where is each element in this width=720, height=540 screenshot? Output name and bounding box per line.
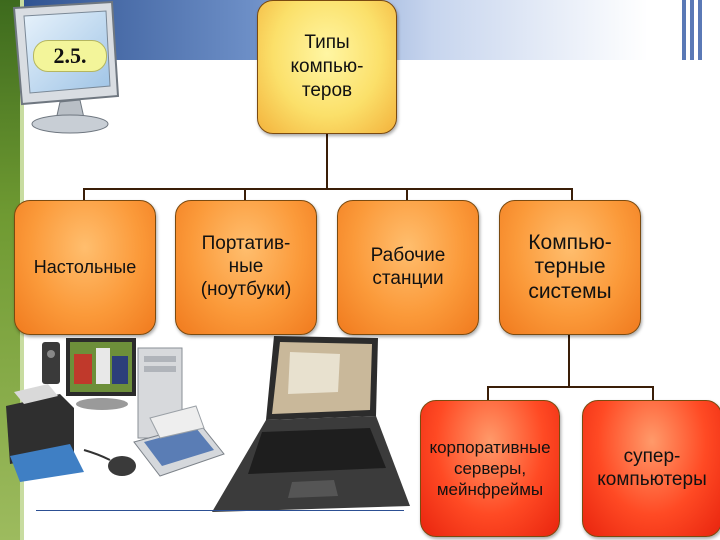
connector-to-desktop [83,188,85,200]
connector-root-down [326,132,328,190]
laptop-illustration [212,336,410,512]
node-label-line: терные [534,255,606,279]
connector-to-corporate [487,386,489,400]
node-label: Настольные [33,257,137,277]
connector-to-portable [244,188,246,200]
root-label-line: компью- [290,56,364,78]
node-label-line: Портатив- [201,233,291,255]
connector-to-workstations [406,188,408,200]
header-stripes [682,0,702,60]
printer-illustration [6,384,84,482]
scanner-illustration [133,405,225,477]
node-supercomputers: супер-компьютеры [582,400,720,537]
connector-to-systems [571,188,573,200]
connector-level2-bar [487,386,654,388]
root-label-line: Типы [304,32,350,54]
node-label-line: Компью- [528,231,612,255]
connector-systems-down [568,333,570,388]
node-label-line: системы [528,279,612,303]
node-label-line: Рабочие [370,244,446,266]
connector-level1-bar [83,188,573,190]
connector-to-super [652,386,654,400]
node-label-line: (ноутбуки) [200,278,292,300]
mouse-illustration [83,449,136,476]
node-label-line: компьютеры [597,468,707,490]
node-label-line: серверы, [453,458,527,478]
slide-number-badge: 2.5. [33,40,107,72]
node-label-line: ные [228,256,264,278]
node-label-line: корпоративные [429,437,551,457]
node-label-line: станции [372,267,444,289]
node-label-line: супер- [623,445,681,467]
footer-divider [36,510,404,511]
desktop-pc-illustration [42,338,183,439]
node-label-line: мейнфреймы [436,480,544,500]
slide-number: 2.5. [53,43,87,68]
root-label-line: теров [301,79,353,101]
node-portable: Портатив-ные(ноутбуки) [175,200,317,335]
hardware-illustrations [6,336,410,512]
node-desktop: Настольные [14,200,156,335]
